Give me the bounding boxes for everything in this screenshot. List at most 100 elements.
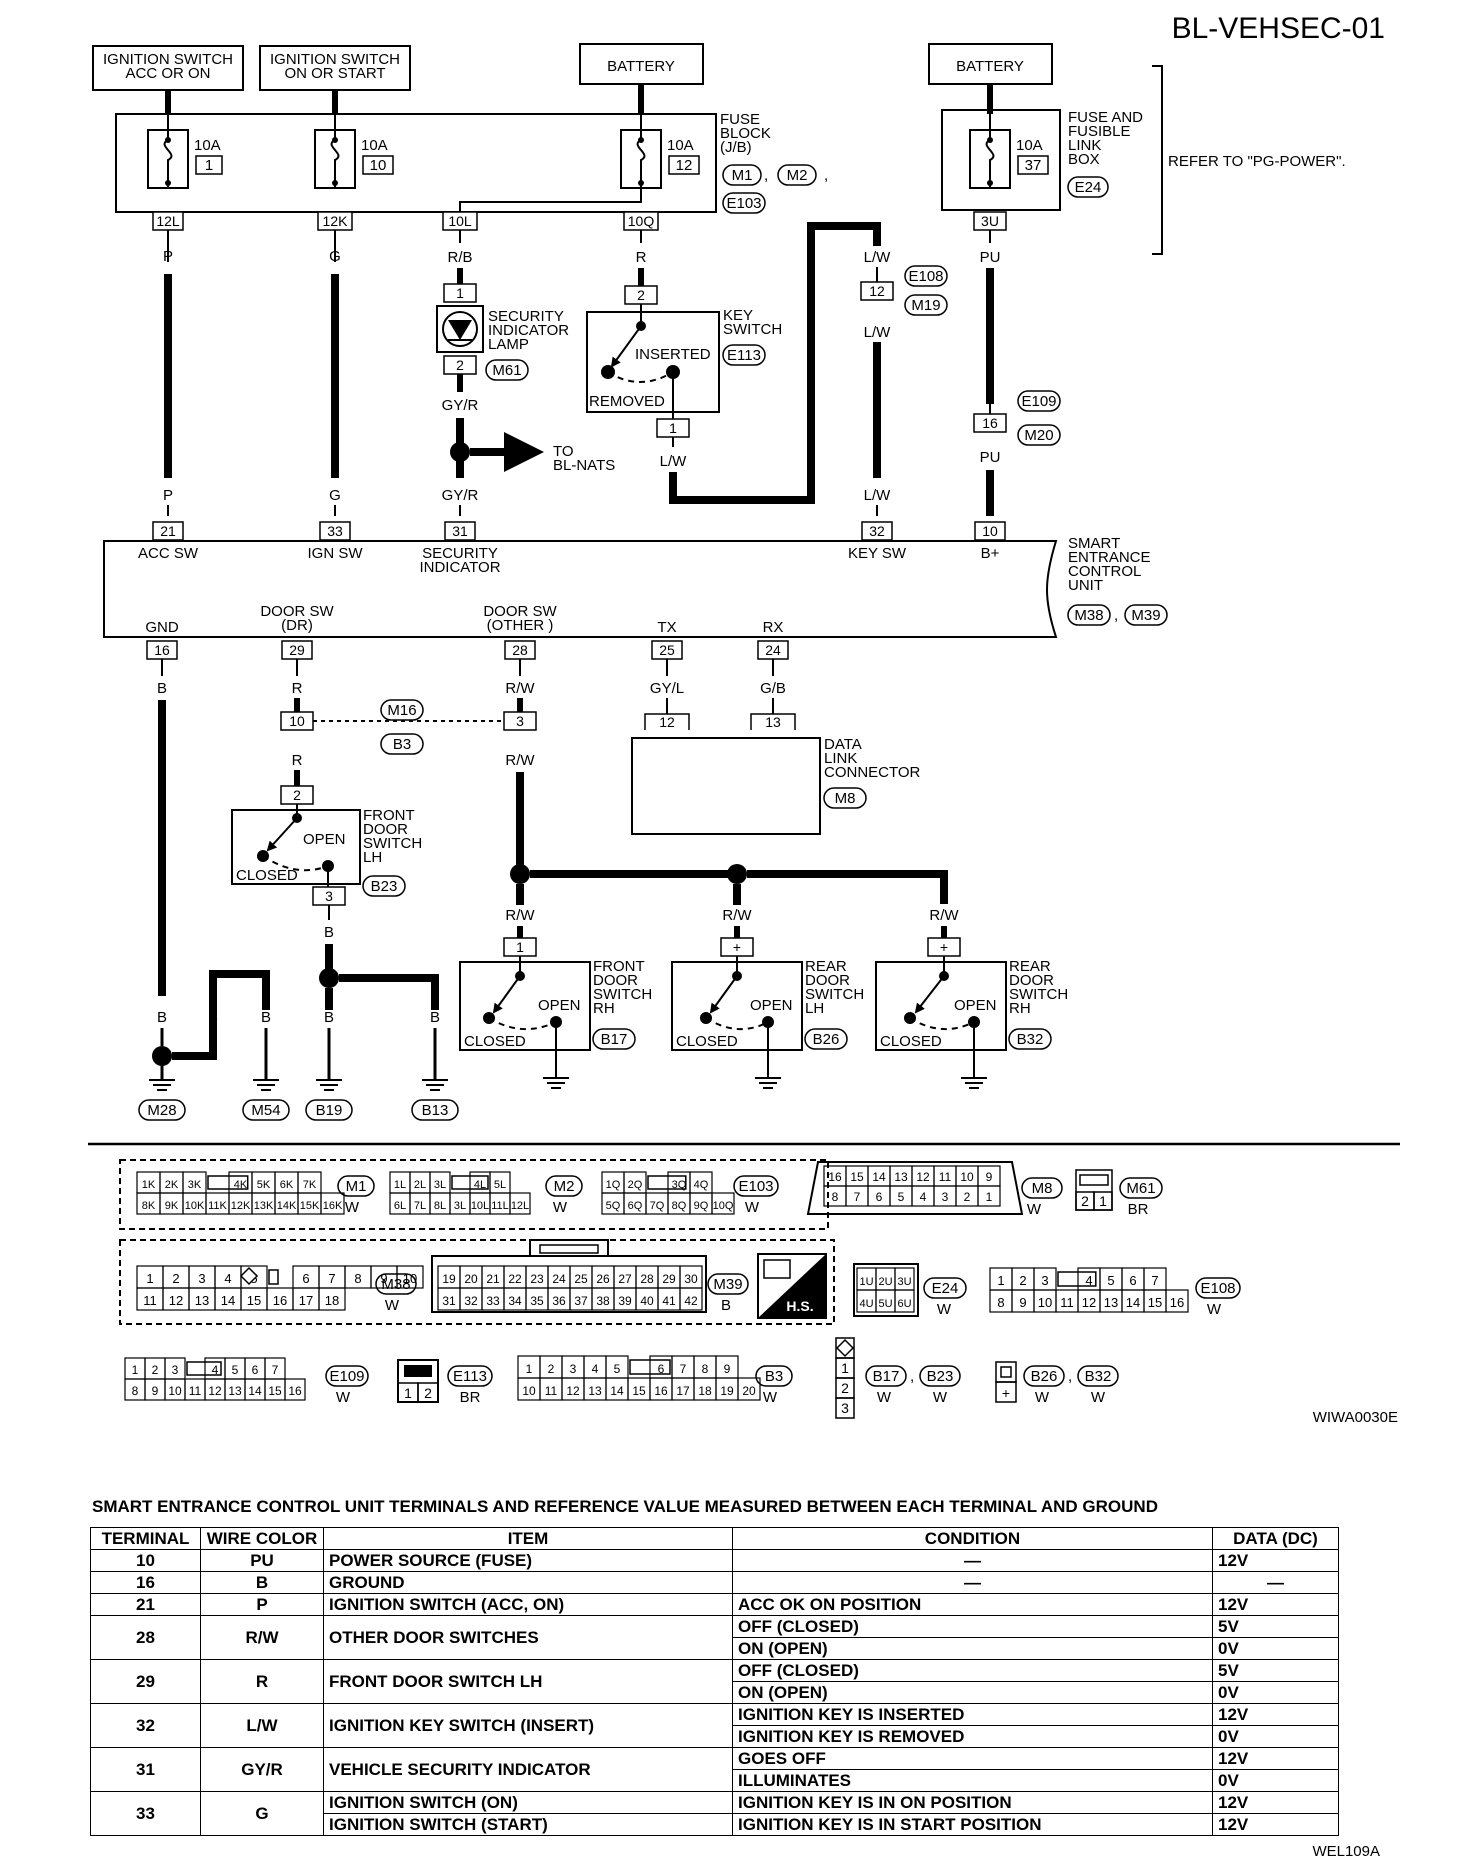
svg-text:B26: B26: [813, 1031, 840, 1048]
connector-pin-number: 5: [614, 1362, 621, 1376]
svg-text:M39: M39: [713, 1276, 742, 1293]
text-line: BOX: [1068, 151, 1100, 168]
cell-item: OTHER DOOR SWITCHES: [323, 1615, 733, 1660]
svg-text:37: 37: [1025, 157, 1042, 174]
fuse-block-jb: [115, 113, 717, 213]
connector-pin-number: 16K: [323, 1200, 343, 1212]
text-line: FRONT: [593, 958, 645, 975]
svg-text:W: W: [877, 1389, 892, 1406]
connector-pin-number: 7Q: [650, 1200, 665, 1212]
cell-condition: OFF (CLOSED): [732, 1615, 1213, 1638]
connector-pin-number: 14: [1126, 1295, 1140, 1310]
connector-pin-number: 2: [1019, 1273, 1026, 1288]
fuse-10: 10A 10: [314, 114, 394, 189]
connector-pin-number: 4L: [474, 1179, 486, 1191]
svg-text:CLOSED: CLOSED: [464, 1033, 526, 1050]
svg-text:M8: M8: [1032, 1180, 1053, 1197]
connector-pin-number: 10Q: [713, 1200, 734, 1212]
svg-text:IGN SW: IGN SW: [308, 545, 364, 562]
fuse-12: 10A 12: [620, 114, 700, 189]
cell-item: IGNITION KEY SWITCH (INSERT): [323, 1703, 733, 1748]
connector-id: E103: [738, 1178, 773, 1195]
cell-data: —: [1212, 1571, 1339, 1594]
connector-pin-number: 2K: [165, 1179, 179, 1191]
text-line: CONTROL: [1068, 563, 1141, 580]
connector-pin-number: 27: [618, 1272, 632, 1286]
connector-pin-number: 15: [632, 1384, 646, 1398]
svg-text:1: 1: [841, 1360, 849, 1376]
connector-pin-number: 12K: [231, 1200, 251, 1212]
text-line: UNIT: [1068, 577, 1103, 594]
svg-text:R: R: [636, 249, 647, 266]
connector-face-b17-b23: 1 2 3 B17 , B23 W W: [835, 1337, 961, 1419]
connector-pin-number: 5: [232, 1363, 239, 1377]
connector-id-tag: [733, 1175, 779, 1197]
connector-id-tag: [375, 1273, 417, 1295]
connector-pin-number: 14: [221, 1293, 235, 1308]
connector-id-tag: [1195, 1277, 1241, 1299]
connector-pin-number: 4: [592, 1362, 599, 1376]
svg-text:M61: M61: [1126, 1180, 1155, 1197]
svg-text:1: 1: [456, 285, 464, 301]
connector-pin-cell: [1165, 1289, 1189, 1313]
text-line: (OTHER ): [487, 617, 554, 634]
svg-text:GY/L: GY/L: [650, 680, 684, 697]
connector-pin-number: 9: [724, 1362, 731, 1376]
connector-pin-number: 9: [986, 1170, 993, 1184]
connector-pin-number: 16: [828, 1170, 842, 1184]
text-line: SWITCH: [1009, 986, 1068, 1003]
text-line: (DR): [281, 617, 313, 634]
connector-pin-number: 1: [146, 1271, 153, 1286]
connector-latch: [186, 1361, 222, 1376]
connector-pin-number: 11: [1060, 1295, 1074, 1310]
connector-pin-number: 12L: [511, 1200, 529, 1212]
connector-pin-number: 12: [208, 1384, 222, 1398]
svg-text:M19: M19: [911, 297, 940, 314]
inline-connector-e108-m19: 12 E108 M19: [860, 265, 948, 316]
connector-pin-number: 4Q: [694, 1179, 709, 1191]
connector-pin-number: 13: [195, 1293, 209, 1308]
svg-text:31: 31: [452, 523, 468, 539]
cell-item: POWER SOURCE (FUSE): [323, 1549, 733, 1572]
wire-color-code: W: [345, 1199, 360, 1216]
cell-terminal: 21: [90, 1593, 201, 1616]
cell-condition: ON (OPEN): [732, 1681, 1213, 1704]
svg-text:10A: 10A: [194, 137, 221, 154]
connector-pin-cell: [977, 1185, 1001, 1207]
connector-id: E108: [1200, 1280, 1235, 1297]
connector-pin-number: 4: [224, 1271, 231, 1286]
cell-data: 5V: [1212, 1615, 1339, 1638]
connector-pin-number: 3U: [897, 1276, 911, 1288]
svg-text:M38: M38: [1074, 607, 1103, 624]
table-code: WEL109A: [1312, 1843, 1380, 1860]
text-line: INDICATOR: [488, 322, 569, 339]
svg-text:L/W: L/W: [864, 324, 892, 341]
table-title: SMART ENTRANCE CONTROL UNIT TERMINALS AN…: [92, 1497, 1158, 1516]
refer-text: REFER TO "PG-POWER".: [1168, 153, 1346, 170]
connector-pin-number: 4: [920, 1190, 927, 1204]
connector-pin-number: 15: [247, 1293, 261, 1308]
text-line: DOOR: [805, 972, 850, 989]
text-line: LH: [363, 849, 382, 866]
connector-id: M1: [346, 1178, 367, 1195]
connector-pin-number: 10L: [471, 1200, 489, 1212]
svg-text:2: 2: [1081, 1193, 1089, 1209]
connector-pin-number: 9K: [165, 1200, 179, 1212]
svg-text:G/B: G/B: [760, 680, 786, 697]
svg-text:12: 12: [676, 157, 693, 174]
connector-pin-number: 19: [720, 1384, 734, 1398]
header-item: ITEM: [323, 1527, 733, 1550]
svg-text:B: B: [208, 1009, 218, 1026]
cell-condition: ILLUMINATES: [732, 1769, 1213, 1792]
cell-condition: IGNITION KEY IS IN START POSITION: [732, 1813, 1213, 1836]
cell-data: 0V: [1212, 1681, 1339, 1704]
connector-pin-number: 11L: [491, 1200, 509, 1212]
